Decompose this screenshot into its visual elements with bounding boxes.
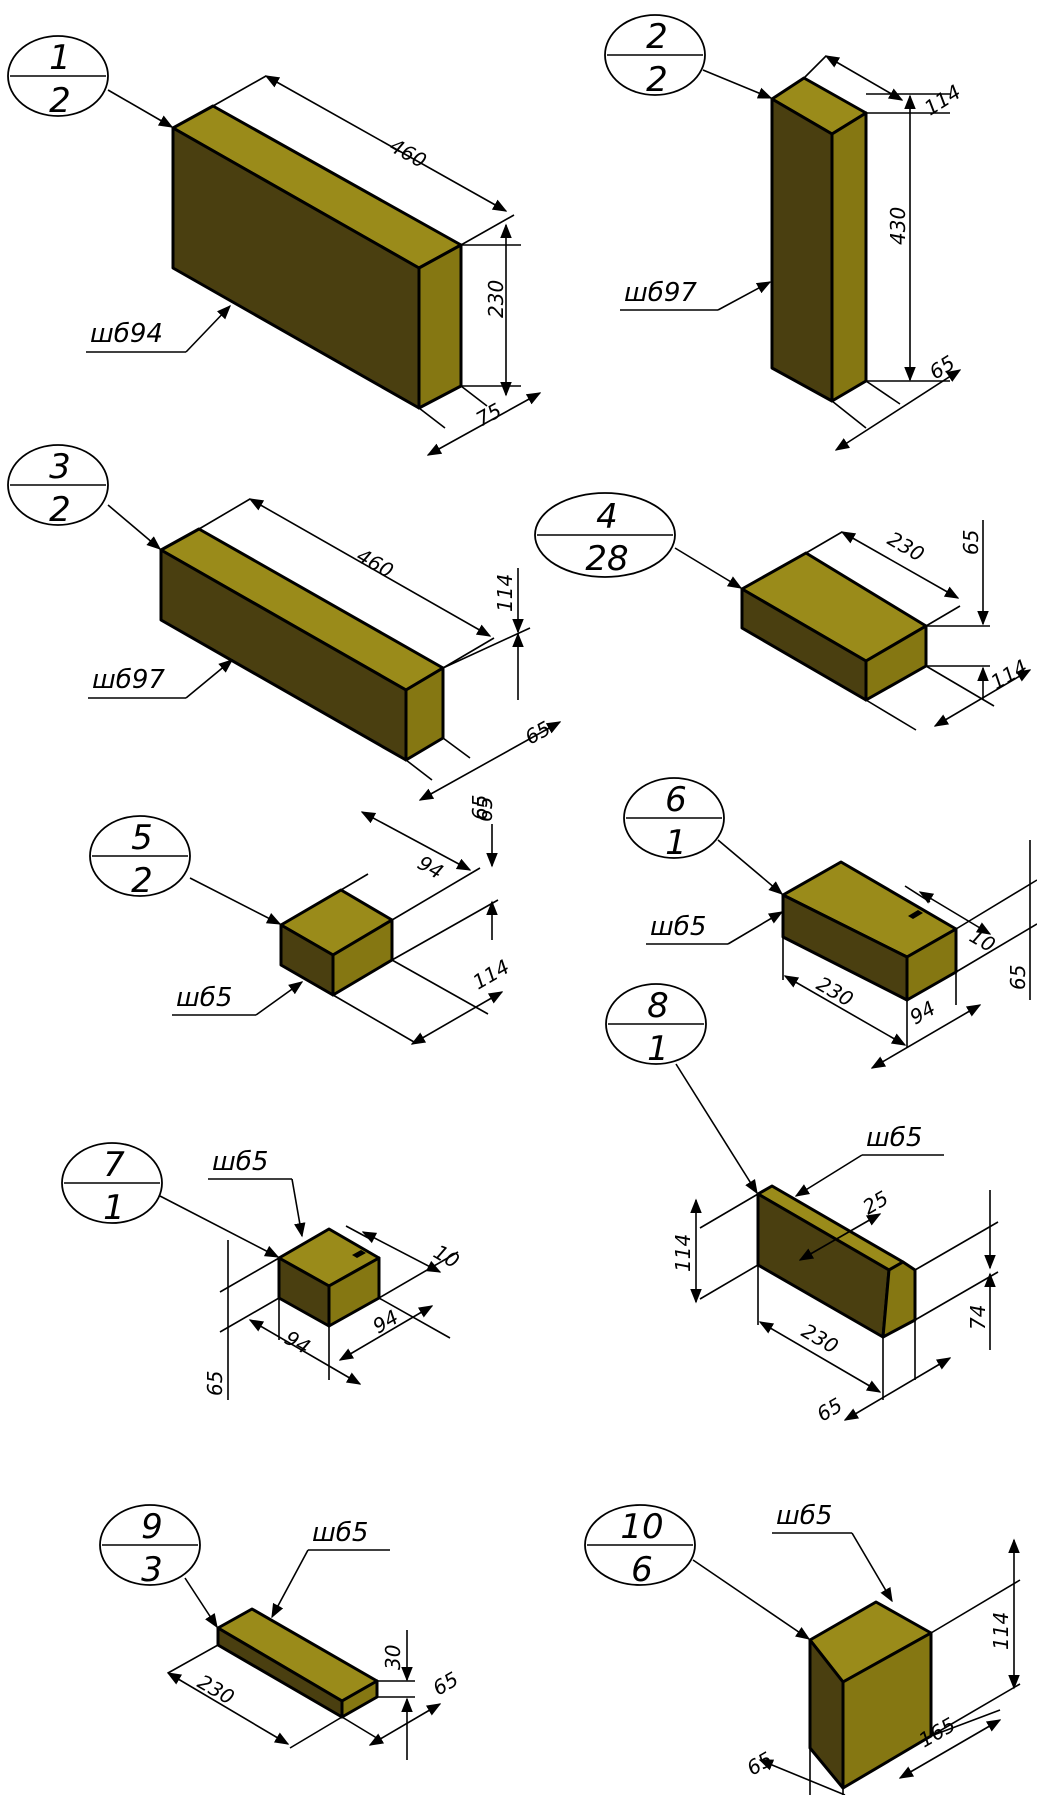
item-6-number: 6: [665, 780, 687, 820]
item-9-material: шб5: [312, 1518, 368, 1548]
dim-4-width-label: 114: [987, 654, 1032, 694]
brick-2-front: [770, 97, 834, 403]
dim-8-length-label: 230: [798, 1319, 843, 1359]
dim-7-height-label: 65: [203, 1371, 227, 1396]
item-4: 230 65 114 4 28: [534, 492, 1032, 731]
dim-9-width: [368, 1703, 442, 1746]
dim-9-height-label: 30: [381, 1645, 405, 1670]
dim-7-width: [248, 1319, 362, 1385]
dim-1-length-label: 460: [386, 133, 431, 173]
item-1-number: 1: [49, 38, 71, 78]
dim-3-width-label: 65: [521, 716, 555, 749]
dim-5-height-label: 65: [468, 795, 492, 820]
dim-4-length: [840, 531, 960, 599]
item-2-number: 2: [646, 17, 668, 57]
dim-6-width-label: 94: [906, 996, 940, 1030]
dim-7-slot: [361, 1231, 442, 1273]
item-4-number: 4: [596, 497, 618, 537]
item-3-material: шб97: [92, 665, 165, 695]
item-7-material: шб5: [212, 1147, 268, 1177]
dim-3-length: [248, 498, 492, 637]
dim-8-groove: [798, 1213, 882, 1261]
item-2: 114 430 65 2 2 шб97: [604, 14, 965, 451]
dim-5-width: [410, 991, 504, 1045]
item-9-qty: 3: [141, 1550, 163, 1590]
dim-9-length: [166, 1672, 290, 1745]
brick-8-end: [881, 1260, 917, 1339]
brick-1-end: [417, 243, 463, 410]
item-10: 114 165 65 10 6 шб5: [584, 1501, 1021, 1795]
item-7-number: 7: [103, 1145, 125, 1185]
dim-9-width-label: 65: [429, 1667, 463, 1701]
item-6: 10 65 230 94 6 1 шб5: [623, 777, 1037, 1069]
dim-5-width-label: 114: [469, 954, 514, 994]
dim-7-depth-label: 94: [369, 1305, 403, 1339]
item-6-material: шб5: [650, 912, 706, 942]
dim-7-slot-label: 10: [430, 1240, 464, 1274]
dim-2-width-label: 65: [925, 350, 959, 384]
dim-8-right-label: 74: [966, 1305, 990, 1330]
item-4-qty: 28: [585, 539, 628, 579]
dim-2-height-label: 430: [886, 207, 910, 245]
brick-2-end: [830, 111, 868, 403]
item-3-qty: 2: [49, 490, 71, 530]
dim-10-depth-label: 65: [743, 1747, 777, 1781]
item-5: 94 65 114 5 2 шб5: [89, 795, 514, 1045]
dim-6-slot-label: 10: [966, 924, 1000, 958]
item-8-number: 8: [647, 986, 669, 1026]
dim-8-groove-label: 25: [859, 1186, 893, 1220]
dim-1-width: [426, 392, 542, 456]
item-3: 460 114 65 65 3 2 шб97: [7, 444, 562, 822]
item-3-number: 3: [49, 447, 71, 487]
dim-3-length-label: 460: [353, 543, 398, 583]
item-8-qty: 1: [647, 1029, 669, 1069]
dim-4-width: [933, 669, 1032, 727]
dim-8-width: [843, 1357, 952, 1421]
dim-6-width: [870, 1004, 982, 1069]
dim-2-depth: [824, 55, 904, 101]
item-10-material: шб5: [776, 1501, 832, 1531]
dim-6-slot: [918, 891, 992, 935]
dim-2-depth-label: 114: [920, 80, 965, 121]
dim-4-length-label: 230: [884, 527, 929, 567]
item-2-material: шб97: [624, 278, 697, 308]
dim-8-height-label: 114: [671, 1234, 695, 1272]
dim-8-width-label: 65: [813, 1393, 847, 1427]
item-5-number: 5: [131, 818, 153, 858]
item-1-material: шб94: [90, 319, 163, 349]
dim-1-height-label: 230: [484, 280, 508, 318]
dim-5-depth: [360, 811, 472, 871]
dim-4-height-label: 65: [959, 530, 983, 555]
item-10-number: 10: [620, 1507, 663, 1547]
dim-10-depth: [758, 1759, 846, 1795]
item-8-material: шб5: [866, 1123, 922, 1153]
item-7: 10 94 94 65 7 1 шб5: [61, 1142, 464, 1400]
dim-3-height-label: 114: [493, 574, 517, 612]
item-5-qty: 2: [131, 861, 153, 901]
item-8: 25 114 230 74 65 8 1 шб5: [605, 983, 999, 1427]
item-9-number: 9: [141, 1507, 163, 1547]
item-10-qty: 6: [631, 1550, 653, 1590]
dim-3-extra-label: 65: [473, 797, 497, 822]
dim-1-length: [264, 75, 508, 212]
dim-10-height-label: 114: [989, 1612, 1013, 1650]
item-5-material: шб5: [176, 983, 232, 1013]
item-6-qty: 1: [665, 823, 687, 863]
item-1-qty: 2: [49, 81, 71, 121]
item-7-qty: 1: [103, 1188, 125, 1228]
dim-1-width-label: 75: [472, 398, 506, 431]
dim-10-width: [898, 1719, 1002, 1779]
dim-3-width: [418, 721, 562, 801]
dim-6-height-label: 65: [1006, 965, 1030, 990]
item-9: 30 65 230 9 3 шб5: [99, 1504, 463, 1760]
item-1: 460 230 75 1 2 шб94: [7, 35, 542, 456]
item-2-qty: 2: [646, 60, 668, 100]
dim-2-width: [834, 369, 962, 451]
dim-9-length-label: 230: [194, 1670, 239, 1710]
